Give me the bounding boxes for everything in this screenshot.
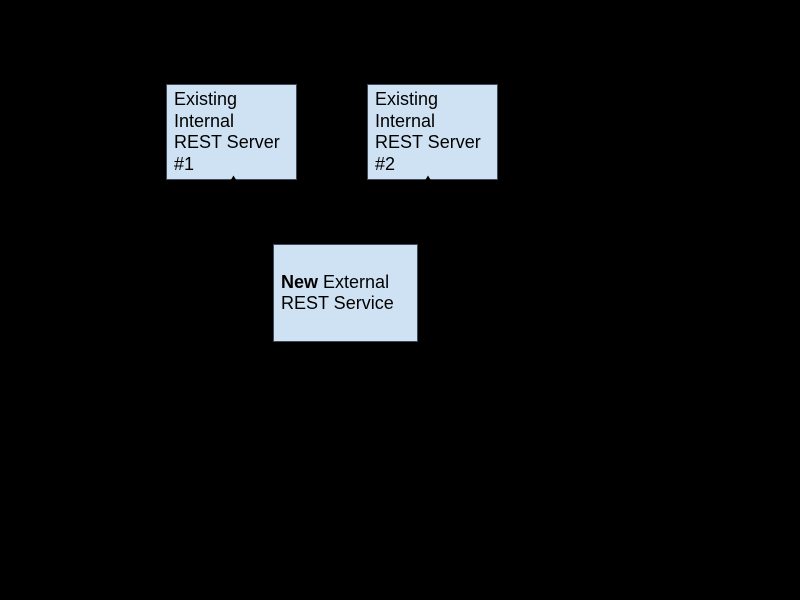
node-label-line: #1 [174, 153, 195, 174]
node-label-line: #2 [375, 153, 396, 174]
connector-service-to-server1-line [232, 181, 347, 244]
node-label-line: Existing [375, 89, 439, 109]
node-label-bold-word: New [281, 271, 319, 292]
node-label-line: REST Server [174, 132, 280, 152]
node-label-line: REST Server [375, 132, 481, 152]
node-label-line: Existing [174, 89, 238, 109]
node-new-external-rest-service: New External REST Service [273, 244, 418, 342]
node-label-line: Internal [375, 110, 436, 131]
node-label-line: New External [281, 272, 417, 294]
node-label-line: Internal [174, 110, 235, 131]
node-existing-internal-rest-server-1: Existing Internal REST Server #1 [166, 84, 297, 180]
node-existing-internal-rest-server-2: Existing Internal REST Server #2 [367, 84, 498, 180]
connector-service-to-server2-line [344, 181, 429, 244]
node-label-line: REST Service [281, 293, 394, 313]
node-label-regular-word: External [323, 271, 390, 292]
